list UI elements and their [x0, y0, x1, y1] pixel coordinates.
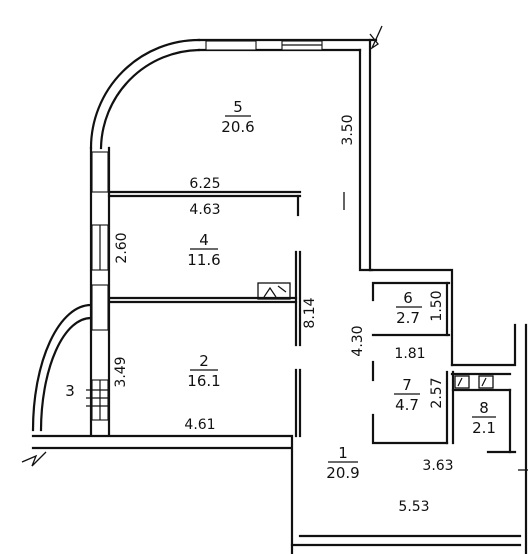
balcony-hatch — [86, 389, 108, 407]
window-top-1 — [205, 40, 257, 51]
dim-3-63: 3.63 — [422, 458, 453, 474]
room-6-area: 2.7 — [396, 309, 420, 327]
room-1-number: 1 — [338, 444, 348, 462]
room-6-number: 6 — [403, 289, 413, 307]
dim-1-50: 1.50 — [429, 290, 445, 321]
room-2-number: 2 — [199, 352, 209, 370]
fixture-box-1 — [454, 375, 470, 389]
fixture-box-2 — [478, 375, 494, 389]
wall-room8-top — [450, 323, 517, 367]
room-8-area: 2.1 — [472, 419, 496, 437]
shaft-box — [257, 282, 291, 300]
fixture-symbols — [457, 377, 487, 387]
window-left-3 — [91, 284, 109, 331]
room-5-area: 20.6 — [221, 118, 254, 136]
dimension-labels: 3.50 6.25 4.63 2.60 8.14 1.50 4.30 1.81 … — [113, 114, 454, 515]
wall-step-right — [368, 268, 454, 367]
room-4-number: 4 — [199, 231, 209, 249]
balcony-arc-inner — [39, 316, 93, 432]
break-mark-top — [369, 25, 383, 50]
arc-wall-outer — [89, 38, 201, 150]
dim-5-53: 5.53 — [398, 499, 429, 515]
dim-4-63: 4.63 — [189, 202, 220, 218]
outer-walls — [21, 25, 528, 554]
room-7-number: 7 — [402, 376, 412, 394]
dim-3-49: 3.49 — [113, 356, 129, 387]
room-8-number: 8 — [479, 399, 489, 417]
dim-4-61: 4.61 — [184, 417, 215, 433]
arc-wall-inner — [99, 48, 201, 150]
dim-4-30: 4.30 — [350, 325, 366, 356]
room-3-number: 3 — [65, 382, 75, 400]
shaft-box-symbol — [263, 285, 287, 298]
windows — [91, 40, 323, 421]
interior-walls — [86, 190, 517, 454]
window-left-1 — [91, 151, 109, 193]
room-labels: 5 20.6 4 11.6 2 16.1 3 6 2.7 7 4.7 8 2.1… — [65, 98, 496, 482]
right-wall-upper — [358, 48, 374, 272]
dim-8-14: 8.14 — [302, 297, 318, 328]
dim-2-57: 2.57 — [429, 377, 445, 408]
room-2-area: 16.1 — [187, 372, 220, 390]
dim-6-25: 6.25 — [189, 176, 220, 192]
wall-room7-left-bottom — [371, 413, 449, 445]
balcony-arc-outer — [31, 303, 93, 432]
dim-2-60: 2.60 — [114, 232, 130, 263]
bottom-wall-left-outer — [31, 434, 294, 554]
wall-room6-top — [371, 281, 451, 302]
dim-3-50: 3.50 — [340, 114, 356, 145]
room-7-area: 4.7 — [395, 396, 419, 414]
room-5-number: 5 — [233, 98, 243, 116]
room-1-area: 20.9 — [326, 464, 359, 482]
dim-1-81: 1.81 — [394, 346, 425, 362]
room-4-area: 11.6 — [187, 251, 220, 269]
break-mark-bottom — [21, 451, 47, 467]
